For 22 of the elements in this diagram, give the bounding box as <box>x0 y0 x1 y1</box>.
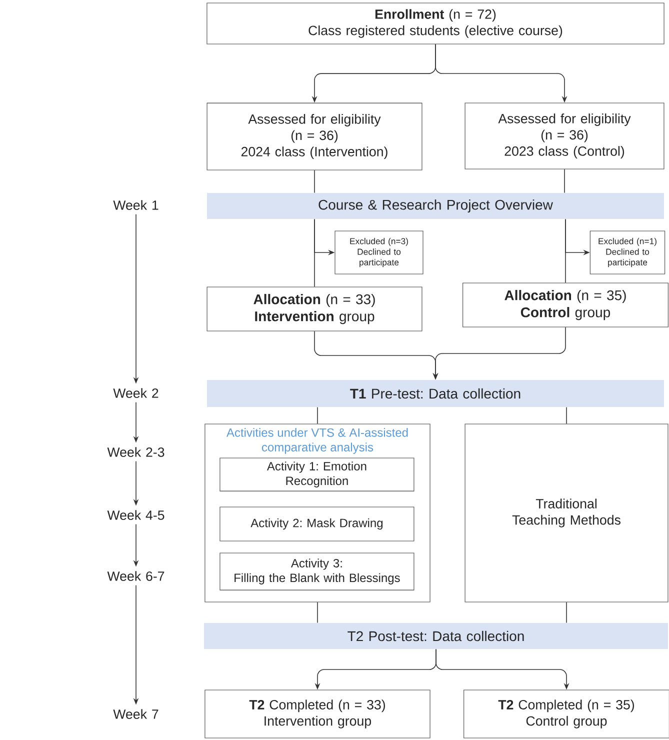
flow-box: Activity 1: Emotion Recognition <box>220 458 414 492</box>
flow-box: Activity 2: Mask Drawing <box>220 506 414 542</box>
flow-box: Allocation (n = 33) Intervention group <box>206 286 422 332</box>
flow-box: Traditional Teaching Methods <box>464 424 668 602</box>
stage-band: T2 Post-test: Data collection <box>204 623 668 649</box>
flow-box: Assessed for eligibility (n = 36) 2023 class (Control) <box>464 102 664 170</box>
week-label: Week 6-7 <box>107 571 164 581</box>
week-label: Week 4-5 <box>107 510 164 520</box>
exclusion-box: Excluded (n=1) Declined to participate <box>590 230 666 274</box>
week-label: Week 7 <box>113 709 158 719</box>
flow-box: Enrollment (n = 72) Class registered students (elective course) <box>206 2 664 44</box>
flow-box: T2 Completed (n = 35) Control group <box>464 690 669 738</box>
flow-box: Allocation (n = 35) Control group <box>462 282 668 328</box>
flow-box: Assessed for eligibility (n = 36) 2024 class (Intervention) <box>206 102 422 170</box>
flow-box: Activity 3: Filling the Blank with Blessings <box>220 552 414 590</box>
flow-box: T2 Completed (n = 33) Intervention group <box>204 690 430 738</box>
week-label: Week 2 <box>113 388 158 398</box>
exclusion-box: Excluded (n=3) Declined to participate <box>334 230 424 274</box>
stage-band: Course & Research Project Overview <box>206 193 664 219</box>
week-label: Week 1 <box>113 200 158 210</box>
stage-band: T1 Pre-test: Data collection <box>206 380 664 407</box>
week-label: Week 2-3 <box>107 447 164 457</box>
